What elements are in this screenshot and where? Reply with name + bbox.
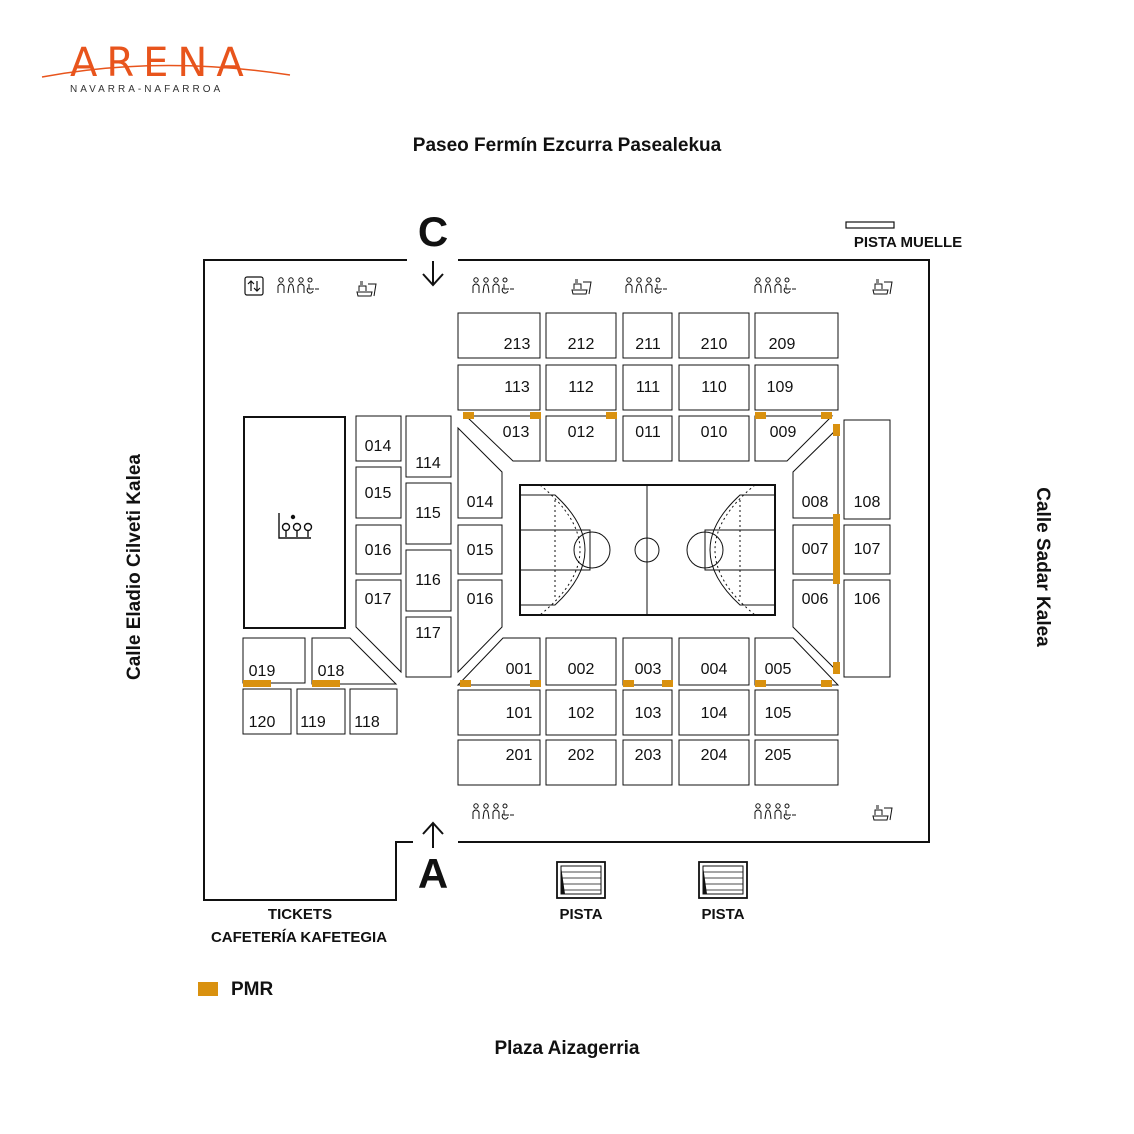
section-111[interactable]: 111 [636,379,660,396]
section-119[interactable]: 119 [300,714,326,731]
pmr-legend-label: PMR [231,979,274,1000]
toilets-icon [472,277,515,294]
section-205[interactable]: 205 [765,747,792,764]
section-102[interactable]: 102 [568,705,595,722]
section-004[interactable]: 004 [701,661,728,678]
section-016-inner[interactable]: 016 [467,591,494,608]
logo-wordmark: ARENA [70,40,253,86]
pista-1-label: PISTA [559,906,603,923]
section-014-inner[interactable]: 014 [467,494,494,511]
section-113[interactable]: 113 [504,379,530,396]
pmr-legend-swatch [198,982,218,996]
elevator-icon [244,276,264,296]
section-002[interactable]: 002 [568,661,595,678]
section-003[interactable]: 003 [635,661,662,678]
street-bottom-label: Plaza Aizagerria [494,1038,640,1059]
section-101[interactable]: 101 [506,705,533,722]
gate-c-label[interactable]: C [417,208,449,255]
section-103[interactable]: 103 [635,705,662,722]
section-116[interactable]: 116 [415,572,441,589]
section-115[interactable]: 115 [415,505,441,522]
gate-a-label[interactable]: A [417,850,449,897]
section-010[interactable]: 010 [701,424,728,441]
section-015-outer[interactable]: 015 [365,485,392,502]
section-112[interactable]: 112 [568,379,594,396]
gate-c-arrow [422,261,444,287]
section-014-outer[interactable]: 014 [365,438,392,455]
section-011[interactable]: 011 [635,424,661,441]
logo-swoosh [41,64,291,78]
section-007[interactable]: 007 [802,541,829,558]
section-203[interactable]: 203 [635,747,662,764]
section-114[interactable]: 114 [415,455,441,472]
toilets-icon [754,277,797,294]
section-211[interactable]: 211 [635,336,661,353]
section-006[interactable]: 006 [802,591,829,608]
section-105[interactable]: 105 [765,705,792,722]
section-201[interactable]: 201 [506,747,533,764]
section-110[interactable]: 110 [701,379,727,396]
section-001[interactable]: 001 [506,661,533,678]
food-bar-icon [356,281,377,297]
section-016-outer[interactable]: 016 [365,542,392,559]
section-015-inner[interactable]: 015 [467,542,494,559]
garage-door-icon [698,861,748,899]
toilets-icon [277,277,320,294]
toilets-icon [472,803,515,820]
cafeteria-icon [278,513,313,539]
garage-door-icon [556,861,606,899]
food-bar-icon [872,279,893,295]
section-017[interactable]: 017 [365,591,392,608]
section-008[interactable]: 008 [802,494,829,511]
section-018[interactable]: 018 [318,663,345,680]
section-005[interactable]: 005 [765,661,792,678]
section-104[interactable]: 104 [701,705,728,722]
cafeteria-label: CAFETERÍA KAFETEGIA [210,929,388,946]
pista-muelle-marker [845,221,895,229]
pista-muelle-label: PISTA MUELLE [853,234,963,251]
section-117[interactable]: 117 [415,625,441,642]
section-106[interactable]: 106 [854,591,881,608]
street-top-label: Paseo Fermín Ezcurra Pasealekua [412,135,722,156]
tickets-label: TICKETS [267,906,333,923]
section-202[interactable]: 202 [568,747,595,764]
section-210[interactable]: 210 [701,336,728,353]
toilets-icon [625,277,668,294]
section-204[interactable]: 204 [701,747,728,764]
gate-a-arrow [422,821,444,848]
section-109[interactable]: 109 [767,379,794,396]
sections [242,312,891,786]
section-019[interactable]: 019 [249,663,276,680]
section-013[interactable]: 013 [503,424,530,441]
logo-subtitle: NAVARRA-NAFARROA [70,84,224,95]
section-209[interactable]: 209 [769,336,796,353]
food-bar-icon [872,805,893,821]
section-108[interactable]: 108 [854,494,881,511]
section-009[interactable]: 009 [770,424,797,441]
section-107[interactable]: 107 [854,541,881,558]
cafeteria-area [243,416,346,629]
section-212[interactable]: 212 [568,336,595,353]
section-120[interactable]: 120 [249,714,276,731]
section-213[interactable]: 213 [504,336,531,353]
pmr-markers [243,412,840,687]
food-bar-icon [571,279,592,295]
pista-2-label: PISTA [701,906,745,923]
building-outline [203,259,413,901]
basketball-court [519,484,776,616]
toilets-icon [754,803,797,820]
section-118[interactable]: 118 [354,714,380,731]
section-012[interactable]: 012 [568,424,595,441]
